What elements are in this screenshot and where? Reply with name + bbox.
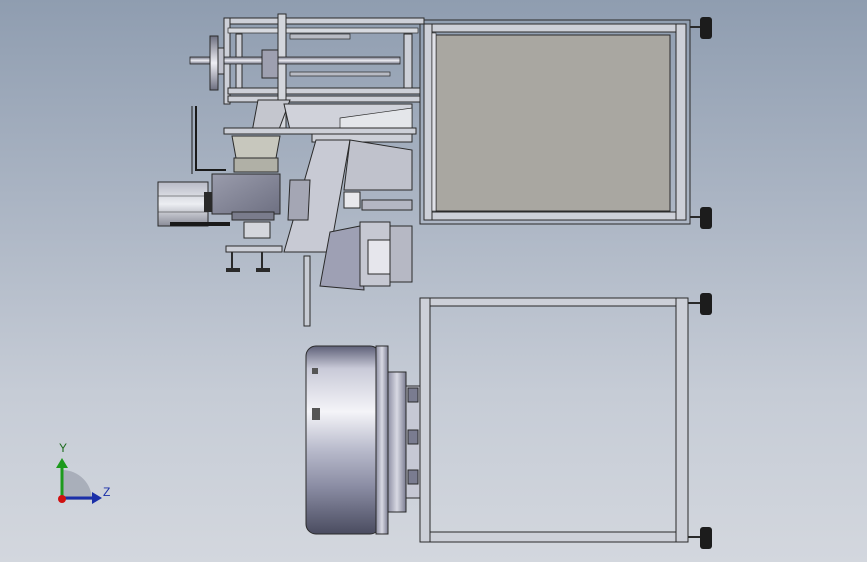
leveling-feet-lower xyxy=(688,293,712,549)
top-shaft-assembly xyxy=(189,35,401,91)
center-mechanism xyxy=(225,133,413,272)
chute xyxy=(223,99,417,135)
axis-y-label: Y xyxy=(59,441,68,455)
coordinate-triad xyxy=(56,458,102,504)
cabinet-panel xyxy=(435,34,671,212)
lower-frame xyxy=(419,297,689,543)
handwheel xyxy=(209,35,219,91)
hopper xyxy=(231,135,281,173)
drum xyxy=(305,345,421,535)
gearbox xyxy=(211,173,281,215)
left-bracket xyxy=(191,106,226,174)
upper-cabinet-frame xyxy=(419,19,691,225)
origin-dot xyxy=(58,495,66,503)
leveling-feet-upper xyxy=(690,17,712,229)
motor xyxy=(157,173,281,227)
outlet-funnel xyxy=(303,221,413,327)
axis-z-label: Z xyxy=(103,485,111,499)
